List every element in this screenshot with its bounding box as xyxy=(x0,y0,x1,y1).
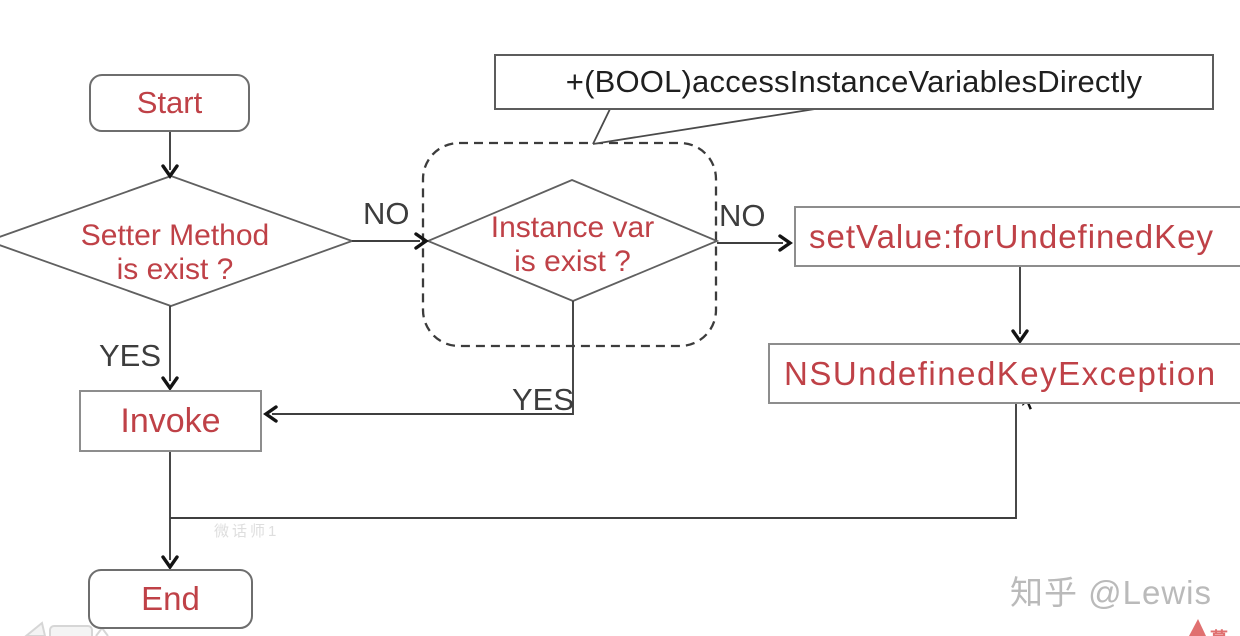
edge-label-no-setter: NO xyxy=(363,196,410,231)
node-invoke-label: Invoke xyxy=(120,401,221,440)
faint-corner-icons xyxy=(24,621,109,636)
edge-label-yes-setter: YES xyxy=(99,338,162,373)
node-decision-setter-label: Setter Method is exist ? xyxy=(40,219,310,287)
watermark-red-partial: 慕课 xyxy=(1210,625,1240,636)
edge-label-yes-ivar: YES xyxy=(512,382,575,417)
node-decision-ivar-label: Instance var is exist ? xyxy=(445,211,700,279)
node-start: Start xyxy=(89,74,250,132)
node-setvalue-forundefinedkey: setValue:forUndefinedKey xyxy=(794,206,1240,267)
decision-setter-line1: Setter Method xyxy=(80,219,270,252)
connector-lines xyxy=(169,132,1021,560)
callout-tail xyxy=(592,108,816,145)
decision-setter-diamond xyxy=(0,175,355,307)
node-end: End xyxy=(88,569,253,629)
dashed-group-border xyxy=(421,141,718,348)
decision-ivar-line1: Instance var xyxy=(490,211,655,244)
decision-setter-line2: is exist ? xyxy=(116,253,234,286)
watermark-faint: 微话师1 xyxy=(214,523,280,540)
node-invoke: Invoke xyxy=(79,390,262,452)
watermark-zhihu: 知乎 @Lewis xyxy=(1009,574,1212,611)
partial-logo-icon xyxy=(1189,619,1206,636)
decision-ivar-line2: is exist ? xyxy=(514,245,631,278)
node-exception-label: NSUndefinedKeyException xyxy=(784,354,1217,392)
callout-box: +(BOOL)accessInstanceVariablesDirectly xyxy=(494,54,1214,110)
node-setvalue-label: setValue:forUndefinedKey xyxy=(809,217,1214,255)
callout-text: +(BOOL)accessInstanceVariablesDirectly xyxy=(565,64,1143,99)
arrowheads xyxy=(161,164,1029,570)
edge-label-no-ivar: NO xyxy=(719,198,766,233)
node-start-label: Start xyxy=(136,85,203,120)
node-end-label: End xyxy=(141,580,200,617)
node-nsundefinedkeyexception: NSUndefinedKeyException xyxy=(768,343,1240,404)
